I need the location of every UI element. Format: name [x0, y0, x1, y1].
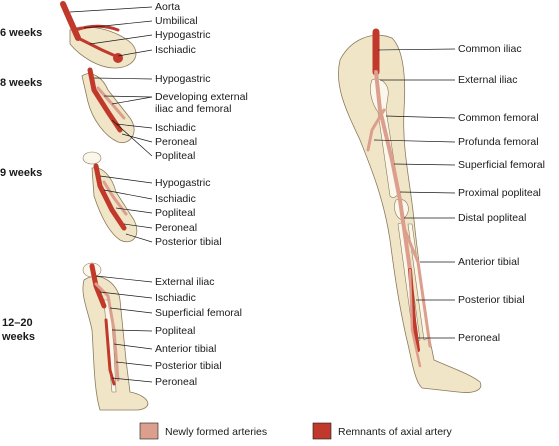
label-posterior-tibial-adult: Posterior tibial [458, 294, 525, 306]
femur-bone [370, 78, 399, 198]
legend-swatch-axial-artery [312, 422, 332, 440]
label-anterior-tibial-adult: Anterior tibial [458, 256, 519, 268]
leader-popliteal-9wk [115, 207, 153, 214]
ischiadic-plexus-6wk [113, 53, 123, 63]
legend: Newly formed arteries Remnants of axial … [139, 422, 453, 440]
femoral-tibial-new-12wk [94, 282, 120, 382]
label-profunda-femoral: Profunda femoral [458, 136, 539, 148]
label-hypogastric-6wk: Hypogastric [155, 29, 210, 41]
stage-title-9-weeks: 9 weeks [0, 167, 42, 179]
leader-ischiadic-9wk [103, 189, 153, 200]
leader-posterior-tibial-9wk [125, 233, 153, 243]
leader-hypogastric-8wk [93, 77, 153, 80]
leader-umbilical [83, 20, 153, 29]
pelvis-bone-9wk [82, 151, 102, 165]
leader-common-iliac [377, 48, 456, 51]
label-umbilical: Umbilical [155, 15, 198, 27]
leader-ischiadic-6wk [117, 49, 153, 57]
leader-developing-8wk-b [111, 96, 153, 105]
peroneal-vessel-12wk [104, 318, 116, 386]
profunda-femoral-vessel [366, 108, 386, 152]
label-distal-popliteal: Distal popliteal [458, 212, 526, 224]
stage-title-12-20-line2: weeks [1, 331, 35, 343]
leader-popliteal-12wk [111, 329, 153, 332]
label-peroneal-8wk: Peroneal [155, 136, 197, 148]
label-peroneal-9wk: Peroneal [155, 222, 197, 234]
label-external-iliac-12wk: External iliac [155, 276, 215, 288]
leader-popliteal-8wk [111, 119, 153, 157]
label-common-iliac: Common iliac [458, 43, 522, 55]
legend-label-new-arteries: Newly formed arteries [165, 426, 267, 438]
label-popliteal-8wk: Popliteal [155, 150, 195, 162]
leader-hypogastric-9wk [99, 175, 153, 184]
aorta-vessel [60, 1, 81, 41]
leader-ischiadic-12wk [99, 291, 153, 299]
leader-common-femoral [385, 115, 456, 119]
leader-hypogastric-6wk [89, 34, 153, 45]
leader-peroneal-9wk [123, 223, 153, 229]
stage-title-6-weeks: 6 weeks [0, 27, 42, 39]
ischiadic-vessel-8wk [87, 67, 123, 133]
ischiadic-vessel-9wk [93, 163, 127, 231]
label-superficial-femoral-adult: Superficial femoral [458, 159, 545, 171]
femoral-popliteal-vessel [374, 70, 412, 272]
leader-peroneal-12wk [111, 377, 153, 383]
stage-8-weeks: 8 weeks Hypogastric Developing external … [0, 67, 248, 162]
limb-bud-6wk [69, 26, 137, 69]
label-posterior-tibial-12wk: Posterior tibial [155, 360, 222, 372]
stage-9-weeks: 9 weeks Hypogastric Ischiadic Popliteal … [0, 151, 222, 248]
label-ischiadic-12wk: Ischiadic [155, 292, 196, 304]
label-ischiadic-9wk: Ischiadic [155, 193, 196, 205]
label-common-femoral: Common femoral [458, 112, 539, 124]
label-developing-line1: Developing external [155, 91, 248, 103]
leader-developing-8wk-a [103, 95, 153, 98]
label-aorta: Aorta [155, 1, 180, 13]
label-developing-line2: iliac and femoral [155, 103, 231, 115]
stage-title-8-weeks: 8 weeks [0, 77, 42, 89]
leader-aorta [69, 6, 153, 13]
leader-proximal-popliteal [399, 191, 456, 194]
label-popliteal-12wk: Popliteal [155, 325, 195, 337]
anterior-tibial-vessel [402, 226, 432, 348]
limb-9wk [91, 167, 138, 243]
stage-title-12-20-line1: 12–20 [2, 317, 33, 329]
legend-label-axial-artery: Remnants of axial artery [338, 426, 453, 438]
leader-peroneal-8wk [121, 133, 153, 143]
leader-superficial-femoral-12wk [109, 307, 153, 314]
adult-leg: Common iliac External iliac Common femor… [338, 28, 545, 393]
leader-posterior-tibial-12wk [115, 361, 153, 367]
leader-external-iliac-12wk [95, 275, 153, 283]
label-ischiadic-8wk: Ischiadic [155, 122, 196, 134]
label-posterior-tibial-9wk: Posterior tibial [155, 236, 222, 248]
label-popliteal-9wk: Popliteal [155, 207, 195, 219]
leader-profunda-femoral [373, 139, 456, 143]
label-superficial-femoral-12wk: Superficial femoral [155, 307, 242, 319]
label-anterior-tibial-12wk: Anterior tibial [155, 343, 216, 355]
leader-ischiadic-8wk [115, 123, 153, 129]
legend-swatch-new-arteries [139, 422, 159, 440]
posterior-tibial-vessel [408, 268, 422, 368]
stage-6-weeks: 6 weeks Aorta Umbilical Hypogastric Isch… [0, 1, 210, 69]
label-ischiadic-6wk: Ischiadic [155, 44, 196, 56]
leader-anterior-tibial-12wk [113, 343, 153, 350]
label-hypogastric-8wk: Hypogastric [155, 73, 210, 85]
stage-12-20-weeks: 12–20 weeks External iliac Ischiadic Sup… [1, 262, 242, 411]
label-peroneal-adult: Peroneal [458, 332, 500, 344]
label-proximal-popliteal: Proximal popliteal [458, 187, 541, 199]
label-peroneal-12wk: Peroneal [155, 376, 197, 388]
leader-superficial-femoral-adult [393, 163, 456, 166]
label-external-iliac-adult: External iliac [458, 74, 518, 86]
label-hypogastric-9wk: Hypogastric [155, 177, 210, 189]
